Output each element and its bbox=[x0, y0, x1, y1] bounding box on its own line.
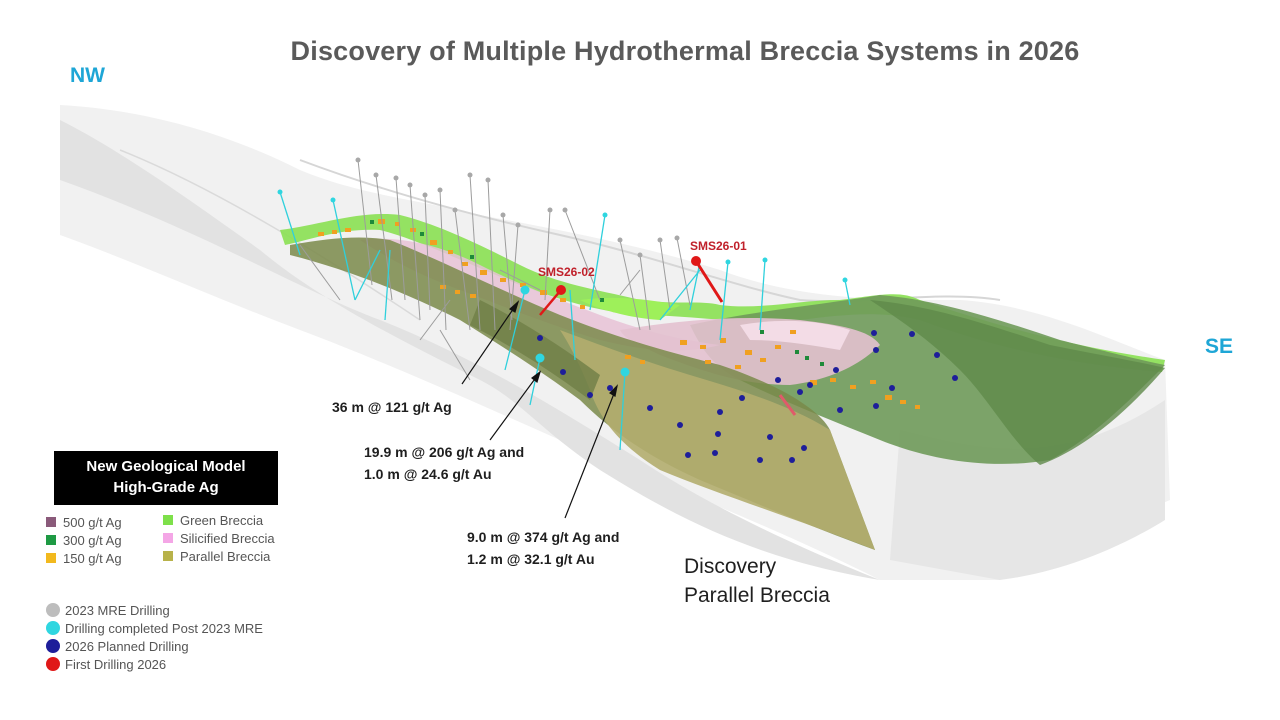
legend-swatch bbox=[46, 535, 56, 545]
geological-model-title-box: New Geological Model High-Grade Ag bbox=[54, 451, 278, 505]
model-box-line: High-Grade Ag bbox=[113, 479, 219, 496]
intercept-line: 36 m @ 121 g/t Ag bbox=[332, 399, 452, 415]
drill-label-sms26-02: SMS26-02 bbox=[538, 265, 595, 279]
first-drilling-2026 bbox=[539, 256, 797, 416]
legend-item-silicified-breccia: Silicified Breccia bbox=[163, 529, 275, 547]
drill-collars-post-2023 bbox=[277, 189, 848, 377]
legend-item-2026-planned: 2026 Planned Drilling bbox=[46, 637, 263, 655]
legend-label: 2023 MRE Drilling bbox=[65, 602, 170, 618]
legend-item-green-breccia: Green Breccia bbox=[163, 511, 275, 529]
discovery-line: Discovery bbox=[684, 555, 777, 578]
callout-leaders bbox=[461, 300, 618, 519]
drilling-legend: 2023 MRE Drilling Drilling completed Pos… bbox=[46, 601, 263, 673]
legend-dot bbox=[46, 621, 60, 635]
legend-swatch bbox=[163, 515, 173, 525]
intercept-callout-2: 19.9 m @ 206 g/t Ag and 1.0 m @ 24.6 g/t… bbox=[364, 441, 524, 485]
grade-legend: 500 g/t Ag 300 g/t Ag 150 g/t Ag bbox=[46, 513, 122, 567]
legend-item-300: 300 g/t Ag bbox=[46, 531, 122, 549]
legend-label: Silicified Breccia bbox=[180, 530, 275, 546]
legend-dot bbox=[46, 639, 60, 653]
legend-item-parallel-breccia: Parallel Breccia bbox=[163, 547, 275, 565]
legend-swatch bbox=[46, 553, 56, 563]
intercept-callout-3: 9.0 m @ 374 g/t Ag and 1.2 m @ 32.1 g/t … bbox=[467, 526, 619, 570]
legend-swatch bbox=[163, 551, 173, 561]
grade-blebs-green bbox=[370, 220, 824, 366]
intercept-line: 1.0 m @ 24.6 g/t Au bbox=[364, 466, 492, 482]
drill-collars-2023 bbox=[355, 157, 680, 258]
legend-dot bbox=[46, 657, 60, 671]
intercept-line: 19.9 m @ 206 g/t Ag and bbox=[364, 444, 525, 460]
legend-label: 150 g/t Ag bbox=[63, 550, 122, 566]
legend-dot bbox=[46, 603, 60, 617]
intercept-line: 9.0 m @ 374 g/t Ag and bbox=[467, 529, 620, 545]
compass-nw-label: NW bbox=[70, 64, 105, 87]
compass-se-label: SE bbox=[1205, 335, 1234, 358]
breccia-legend: Green Breccia Silicified Breccia Paralle… bbox=[163, 511, 275, 565]
drill-label-sms26-01: SMS26-01 bbox=[690, 239, 747, 253]
legend-item-150: 150 g/t Ag bbox=[46, 549, 122, 567]
legend-label: Parallel Breccia bbox=[180, 548, 271, 564]
legend-label: First Drilling 2026 bbox=[65, 656, 167, 672]
intercept-line: 1.2 m @ 32.1 g/t Au bbox=[467, 551, 595, 567]
legend-label: 300 g/t Ag bbox=[63, 532, 122, 548]
planned-drilling-2026 bbox=[537, 330, 958, 463]
legend-item-2023-mre: 2023 MRE Drilling bbox=[46, 601, 263, 619]
legend-label: 2026 Planned Drilling bbox=[65, 638, 189, 654]
legend-swatch bbox=[163, 533, 173, 543]
legend-swatch bbox=[46, 517, 56, 527]
drill-traces-post-2023 bbox=[279, 191, 851, 451]
legend-label: 500 g/t Ag bbox=[63, 514, 122, 530]
intercept-callout-1: 36 m @ 121 g/t Ag bbox=[332, 396, 452, 418]
legend-label: Drilling completed Post 2023 MRE bbox=[65, 620, 263, 636]
legend-item-first-2026: First Drilling 2026 bbox=[46, 655, 263, 673]
legend-item-post-2023: Drilling completed Post 2023 MRE bbox=[46, 619, 263, 637]
legend-item-500: 500 g/t Ag bbox=[46, 513, 122, 531]
discovery-line: Parallel Breccia bbox=[684, 584, 830, 607]
discovery-label: Discovery Parallel Breccia bbox=[684, 552, 830, 610]
legend-label: Green Breccia bbox=[180, 512, 264, 528]
page-title: Discovery of Multiple Hydrothermal Brecc… bbox=[290, 36, 1080, 66]
model-box-line: New Geological Model bbox=[86, 458, 246, 475]
